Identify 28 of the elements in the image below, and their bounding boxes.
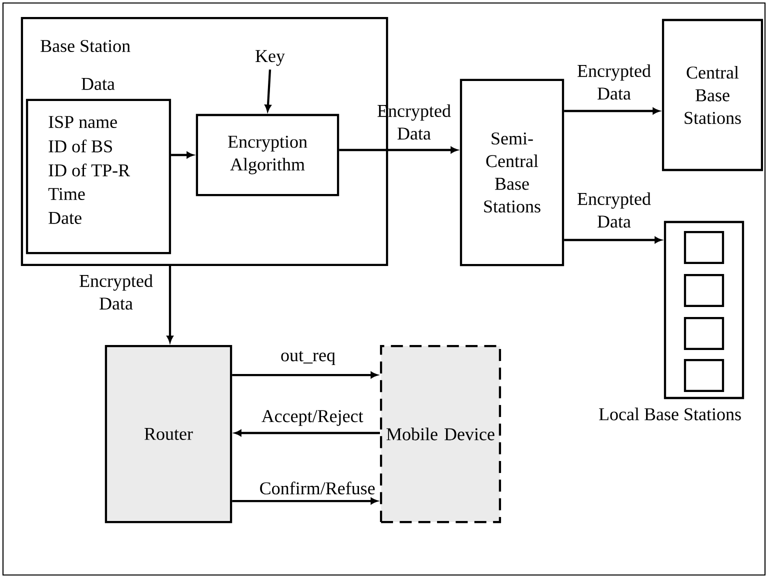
station-box: Semi-Central Base Stations: [460, 78, 564, 266]
edge-label: Encrypted Data: [578, 192, 651, 228]
data-box: Data ISP name ID of BS ID of TP-R Time Date: [26, 78, 172, 254]
arrow: [232, 372, 378, 378]
station-box: [684, 274, 724, 308]
edge-label: Encrypted Data: [80, 274, 153, 310]
edge-label: out_req: [281, 351, 336, 365]
process-box: Encryption Algorithm: [196, 114, 340, 196]
edge-label: Accept/Reject: [262, 410, 364, 426]
edge-label: Encrypted Data: [578, 64, 651, 100]
node-label: Local Base Stations: [599, 408, 741, 420]
arrow: [564, 108, 660, 114]
edge-label: Confirm/Refuse: [260, 482, 375, 494]
device-box: Mobile Device: [380, 344, 502, 524]
station-box: Central Base Stations: [662, 18, 764, 172]
arrow: [234, 430, 380, 436]
arrow: [232, 498, 378, 504]
router-box: Router: [104, 344, 232, 524]
key-label: Key: [256, 50, 285, 66]
arrow: [339, 146, 458, 154]
arrow: [171, 152, 194, 158]
station-box: [684, 316, 724, 350]
arrow: [564, 236, 662, 244]
arrow: [264, 70, 272, 112]
arrow: [166, 266, 174, 342]
station-box: [684, 230, 724, 264]
station-box: [684, 358, 724, 392]
node-label: Data: [82, 78, 115, 90]
